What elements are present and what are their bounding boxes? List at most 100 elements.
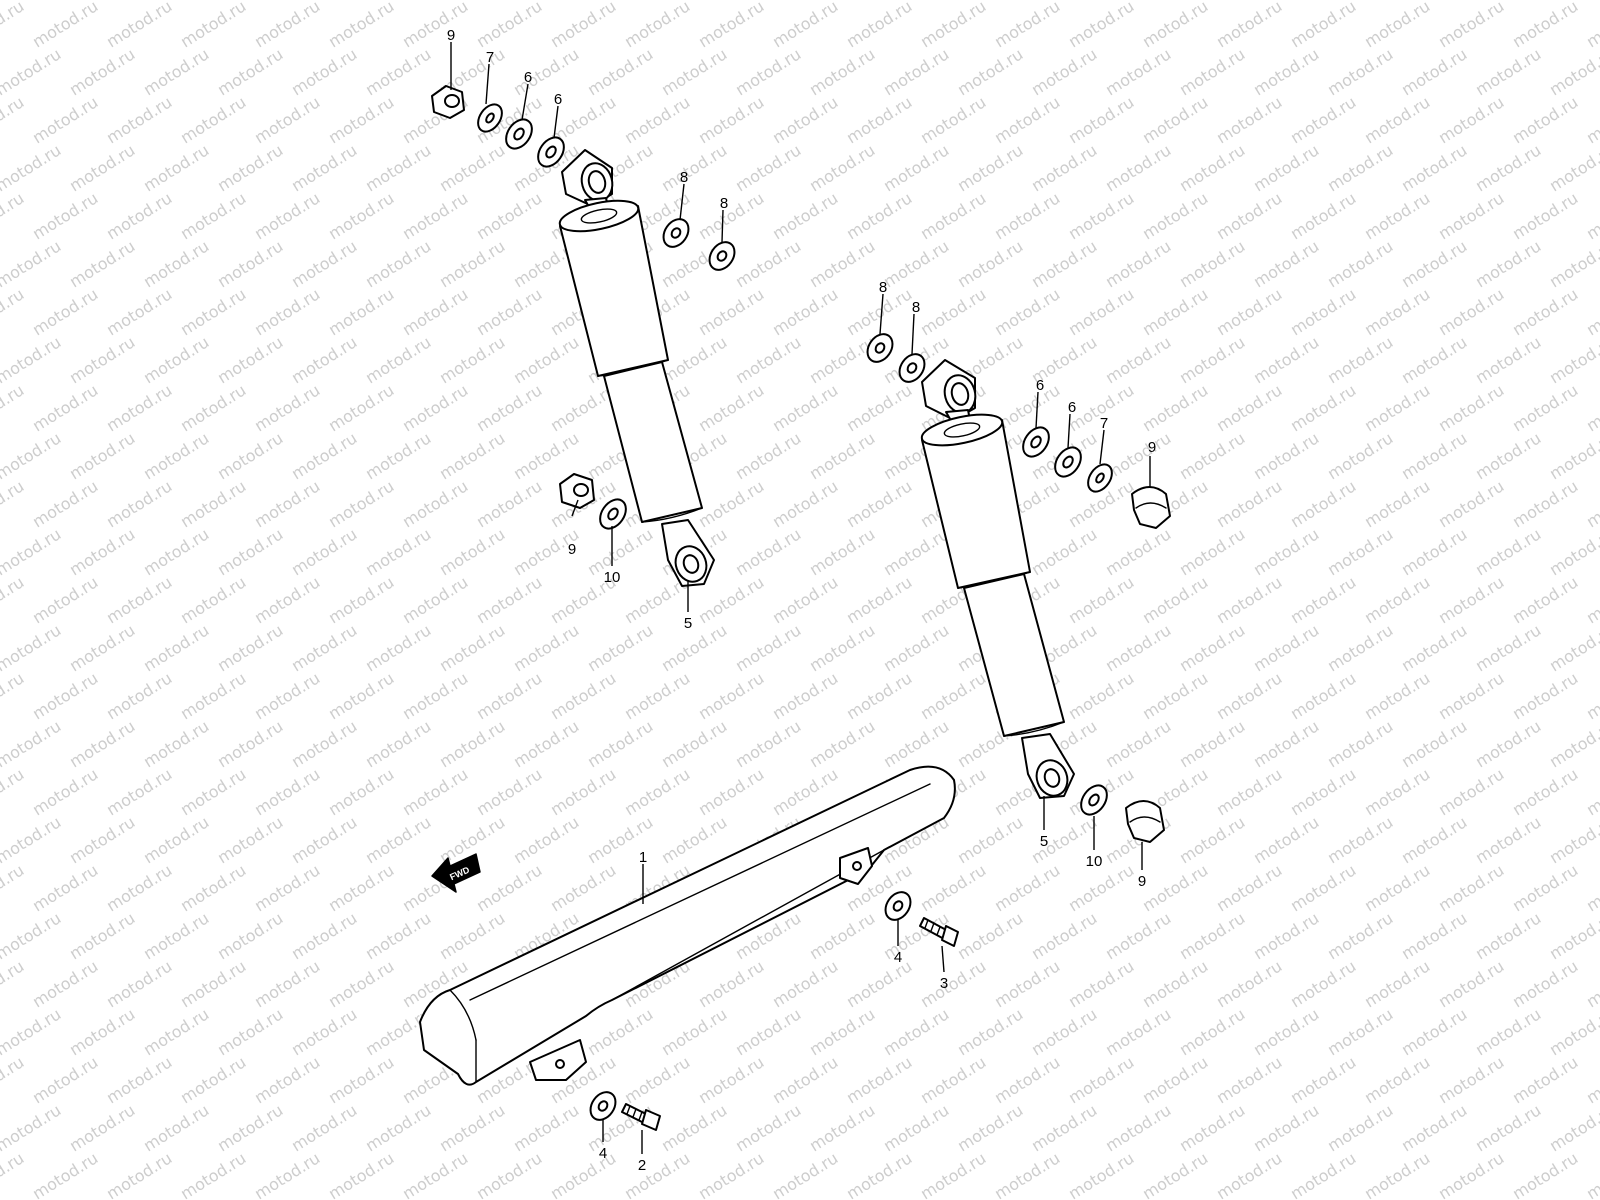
watermark-text: motod.ru (1398, 716, 1470, 771)
watermark-text: motod.ru (584, 1004, 656, 1059)
watermark-text: motod.ru (1102, 524, 1174, 579)
watermark-text: motod.ru (473, 668, 545, 723)
watermark-text: motod.ru (103, 1148, 175, 1200)
watermark-text: motod.ru (399, 668, 471, 723)
watermark-text: motod.ru (66, 44, 138, 99)
watermark-text: motod.ru (1287, 668, 1359, 723)
watermark-text: motod.ru (1546, 44, 1600, 99)
watermark-text: motod.ru (1583, 956, 1600, 1011)
watermark-text: motod.ru (29, 380, 101, 435)
watermark-text: motod.ru (1250, 620, 1322, 675)
watermark-text: motod.ru (954, 812, 1026, 867)
watermark-text: motod.ru (29, 668, 101, 723)
watermark-text: motod.ru (1324, 1004, 1396, 1059)
watermark-text: motod.ru (1398, 1100, 1470, 1155)
watermark-text: motod.ru (0, 428, 64, 483)
watermark-text: motod.ru (29, 476, 101, 531)
watermark-text: motod.ru (880, 1100, 952, 1155)
watermark-text: motod.ru (1250, 1100, 1322, 1155)
watermark-text: motod.ru (1287, 380, 1359, 435)
watermark-text: motod.ru (917, 668, 989, 723)
watermark-text: motod.ru (1361, 92, 1433, 147)
watermark-text: motod.ru (140, 332, 212, 387)
shock-absorber-right (920, 359, 1075, 799)
watermark-text: motod.ru (177, 188, 249, 243)
watermark-text: motod.ru (288, 908, 360, 963)
watermark-text: motod.ru (806, 428, 878, 483)
watermark-text: motod.ru (843, 956, 915, 1011)
watermark-text: motod.ru (917, 860, 989, 915)
watermark-text: motod.ru (214, 524, 286, 579)
watermark-text: motod.ru (695, 1052, 767, 1107)
washer-4-front (589, 1091, 617, 1121)
watermark-text: motod.ru (1509, 188, 1581, 243)
watermark-text: motod.ru (1472, 524, 1544, 579)
watermark-text: motod.ru (288, 716, 360, 771)
watermark-text: motod.ru (103, 188, 175, 243)
callout-6-top-left-b: 6 (554, 91, 562, 108)
watermark-text: motod.ru (1139, 1148, 1211, 1200)
watermark-text: motod.ru (1324, 236, 1396, 291)
watermark-text: motod.ru (954, 1100, 1026, 1155)
watermark-text: motod.ru (1472, 0, 1544, 3)
watermark-text: motod.ru (1435, 188, 1507, 243)
watermark-text: motod.ru (1213, 188, 1285, 243)
watermark-text: motod.ru (1398, 524, 1470, 579)
watermark-text: motod.ru (1287, 284, 1359, 339)
watermark-text: motod.ru (1324, 0, 1396, 3)
watermark-text: motod.ru (103, 860, 175, 915)
watermark-text: motod.ru (1102, 332, 1174, 387)
watermark-text: motod.ru (1546, 140, 1600, 195)
watermark-text: motod.ru (732, 1100, 804, 1155)
watermark-text: motod.ru (362, 1100, 434, 1155)
watermark-text: motod.ru (1213, 956, 1285, 1011)
watermark-text: motod.ru (1472, 1004, 1544, 1059)
callout-7-top-left: 7 (486, 49, 494, 66)
watermark-text: motod.ru (954, 908, 1026, 963)
watermark-text: motod.ru (1065, 284, 1137, 339)
watermark-text: motod.ru (1546, 1004, 1600, 1059)
nut-9-top-left (431, 85, 465, 119)
watermark-text: motod.ru (103, 92, 175, 147)
watermark-text: motod.ru (177, 956, 249, 1011)
watermark-text: motod.ru (843, 380, 915, 435)
watermark-text: motod.ru (0, 572, 27, 627)
watermark-text: motod.ru (66, 236, 138, 291)
watermark-text: motod.ru (473, 572, 545, 627)
watermark-text: motod.ru (29, 956, 101, 1011)
watermark-text: motod.ru (1176, 1100, 1248, 1155)
watermark-text: motod.ru (510, 0, 582, 3)
watermark-text: motod.ru (1361, 0, 1433, 51)
watermark-text: motod.ru (1509, 764, 1581, 819)
watermark-text: motod.ru (1324, 908, 1396, 963)
watermark-text: motod.ru (1065, 956, 1137, 1011)
washer-7-top-right (1087, 463, 1113, 493)
watermark-text: motod.ru (1176, 620, 1248, 675)
watermark-text: motod.ru (1398, 236, 1470, 291)
watermark-text: motod.ru (0, 764, 27, 819)
watermark-text: motod.ru (1509, 284, 1581, 339)
watermark-text: motod.ru (991, 1052, 1063, 1107)
watermark-text: motod.ru (103, 572, 175, 627)
watermark-text: motod.ru (436, 236, 508, 291)
washer-7-top-left (477, 103, 503, 133)
watermark-text: motod.ru (66, 812, 138, 867)
watermark-text: motod.ru (658, 0, 730, 3)
watermark-text: motod.ru (1102, 1004, 1174, 1059)
watermark-text: motod.ru (1546, 332, 1600, 387)
watermark-text: motod.ru (584, 44, 656, 99)
watermark-text: motod.ru (251, 572, 323, 627)
watermark-text: motod.ru (1546, 716, 1600, 771)
watermark-text: motod.ru (1213, 572, 1285, 627)
watermark-text: motod.ru (473, 764, 545, 819)
watermark-text: motod.ru (0, 284, 27, 339)
watermark-text: motod.ru (1139, 1052, 1211, 1107)
watermark-text: motod.ru (140, 44, 212, 99)
callout-2: 2 (638, 1157, 646, 1174)
watermark-text: motod.ru (0, 44, 64, 99)
watermark-text: motod.ru (732, 332, 804, 387)
watermark-text: motod.ru (325, 0, 397, 51)
watermark-text: motod.ru (177, 92, 249, 147)
watermark-text: motod.ru (0, 0, 27, 51)
